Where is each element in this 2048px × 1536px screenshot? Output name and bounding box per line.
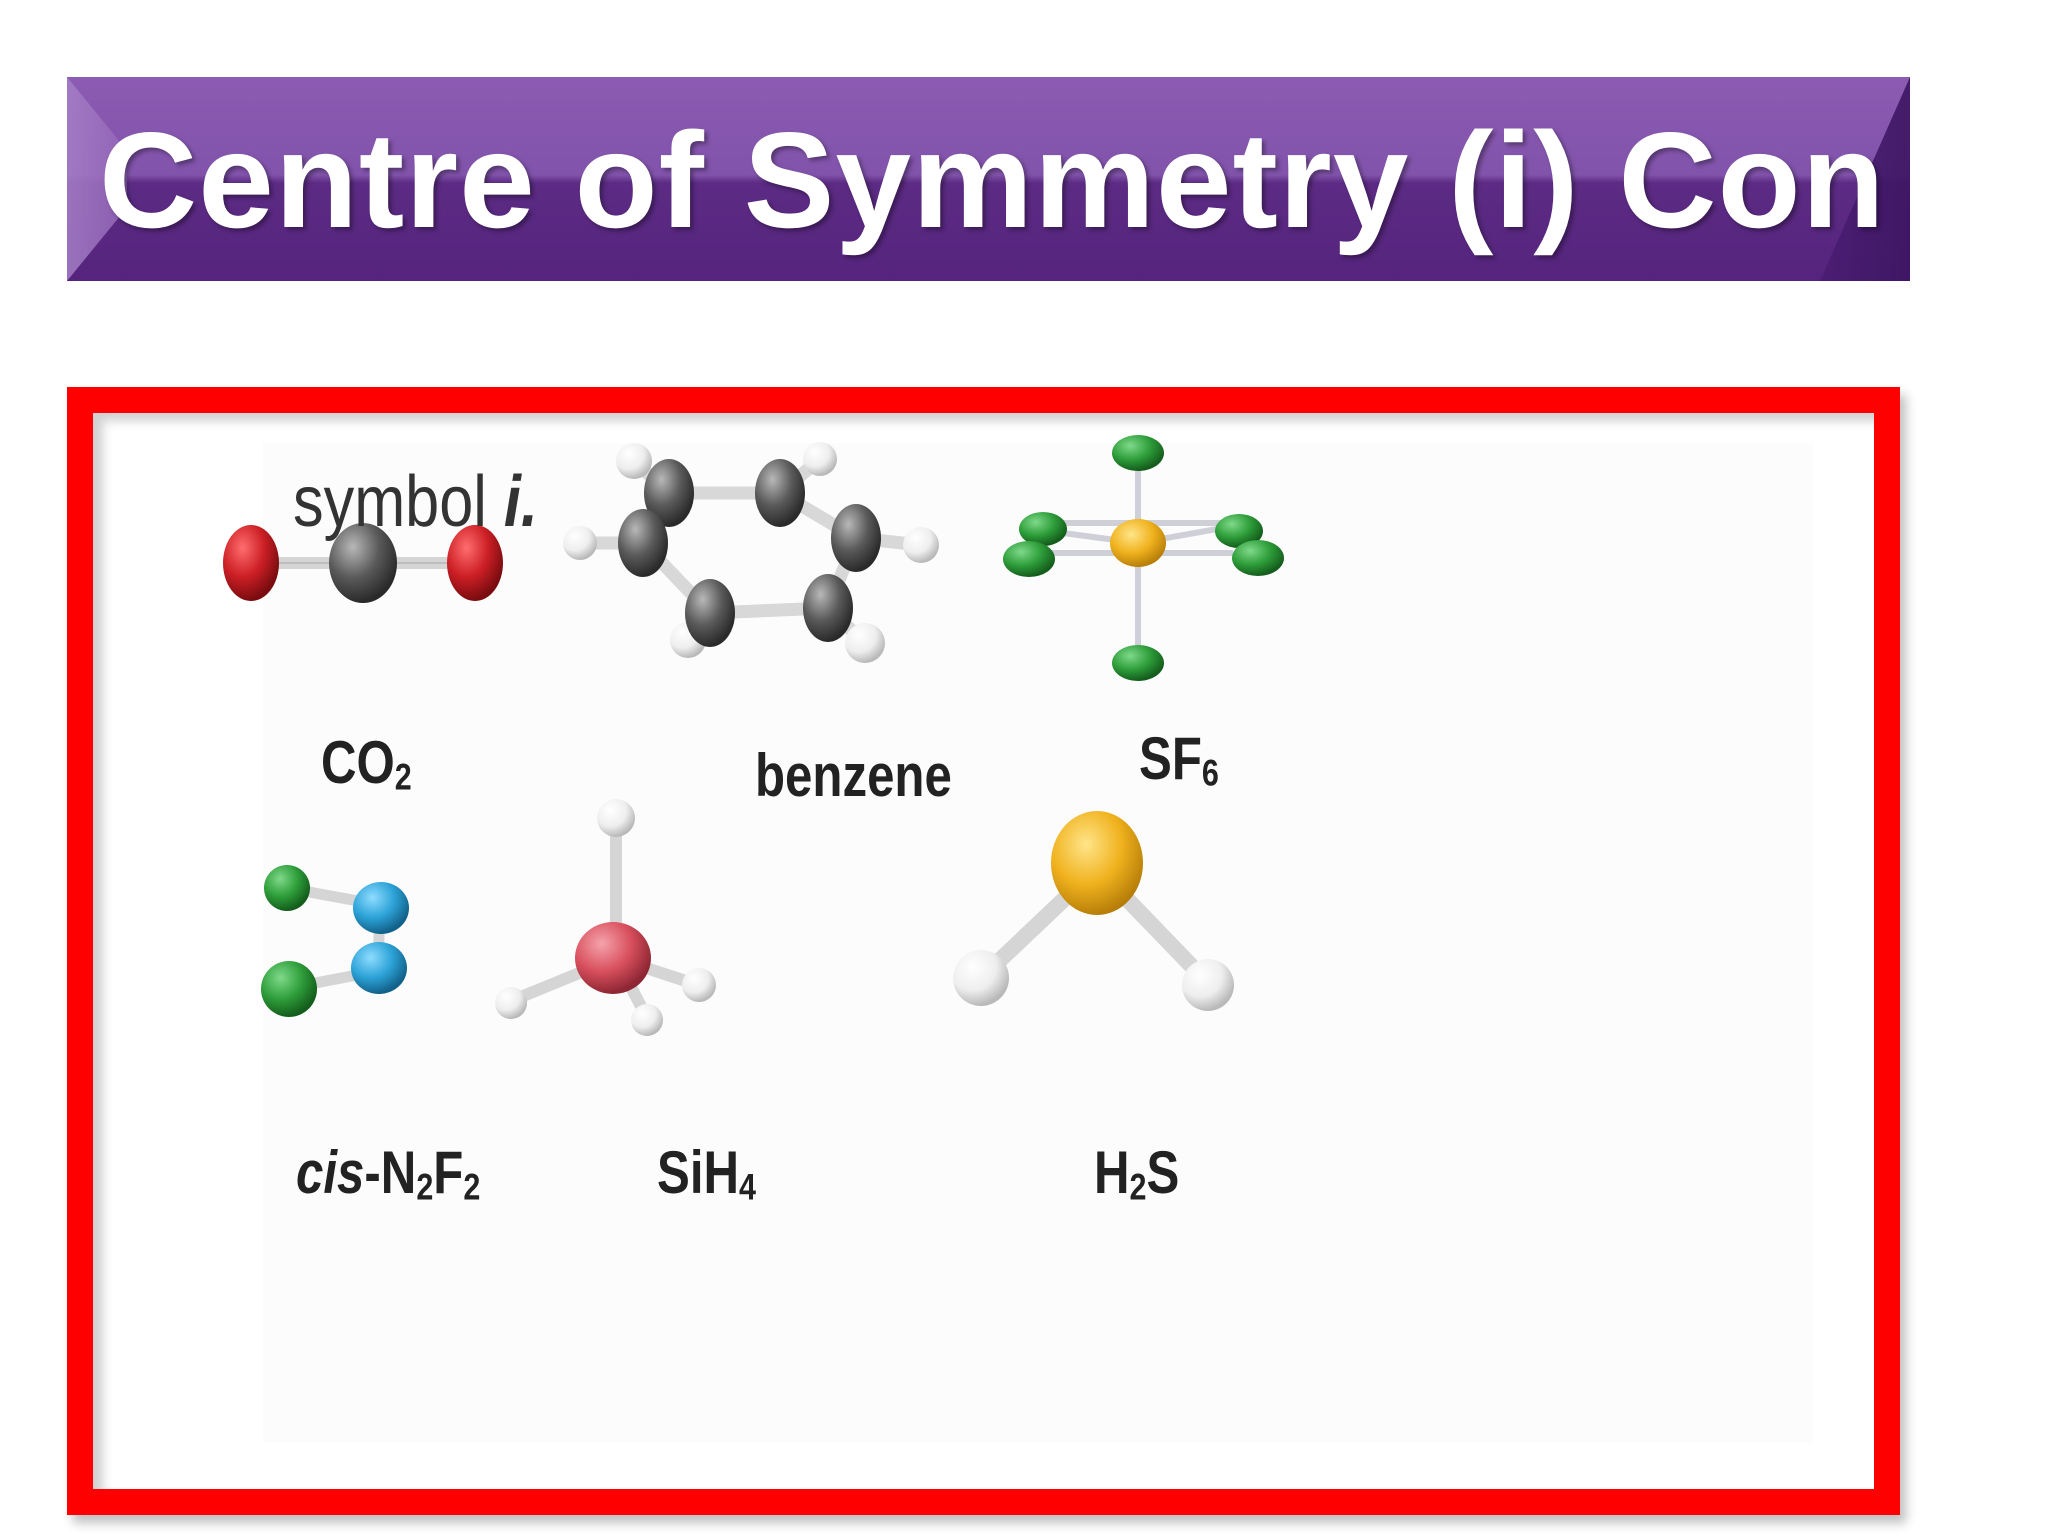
h2s-sub-a: 2 — [1129, 1165, 1147, 1208]
sf6-formula-main: SF — [1139, 725, 1202, 792]
molecule-diagram — [223, 435, 1284, 1036]
sih4-formula-sub: 4 — [739, 1165, 756, 1208]
cis-n2f2-caption: cis-N2F2 — [296, 1138, 480, 1209]
co2-molecule — [223, 523, 503, 603]
co2-formula-main: CO — [321, 729, 395, 796]
n2f2-text-a: -N — [364, 1139, 417, 1206]
cis-n2f2-molecule — [261, 865, 409, 1017]
h2s-text-b: S — [1146, 1139, 1180, 1206]
oxygen-atom — [223, 525, 279, 601]
n2f2-text-b: F — [433, 1139, 464, 1206]
sih4-molecule — [495, 799, 716, 1036]
benzene-caption: benzene — [755, 742, 952, 809]
figure-background — [263, 443, 1813, 1443]
sf6-caption: SF6 — [1139, 724, 1219, 795]
h2s-molecule — [953, 811, 1234, 1011]
benzene-molecule — [563, 442, 939, 663]
symbol-i-label: symbol i. — [293, 461, 538, 543]
h2s-text-a: H — [1094, 1139, 1130, 1206]
carbon-atom — [329, 523, 397, 603]
n2f2-sub-b: 2 — [463, 1165, 481, 1208]
symbol-label: symbol — [293, 462, 504, 542]
h2s-caption: H2S — [1094, 1138, 1179, 1209]
sf6-molecule — [1003, 435, 1284, 681]
title-banner: Centre of Symmetry (i) Con — [67, 77, 1910, 281]
co2-formula-sub: 2 — [394, 755, 412, 798]
figure-frame: symbol i. CO2 benzene SF6 cis-N2F2 SiH4 … — [67, 387, 1900, 1515]
sih4-caption: SiH4 — [657, 1138, 756, 1209]
oxygen-atom — [447, 525, 503, 601]
sih4-formula-main: SiH — [657, 1139, 740, 1206]
co2-caption: CO2 — [321, 728, 412, 799]
cis-prefix: cis — [296, 1139, 365, 1206]
n2f2-sub-a: 2 — [416, 1165, 434, 1208]
sf6-formula-sub: 6 — [1201, 751, 1219, 794]
slide-title: Centre of Symmetry (i) Con — [99, 104, 1886, 256]
symbol-i: i. — [503, 462, 538, 542]
